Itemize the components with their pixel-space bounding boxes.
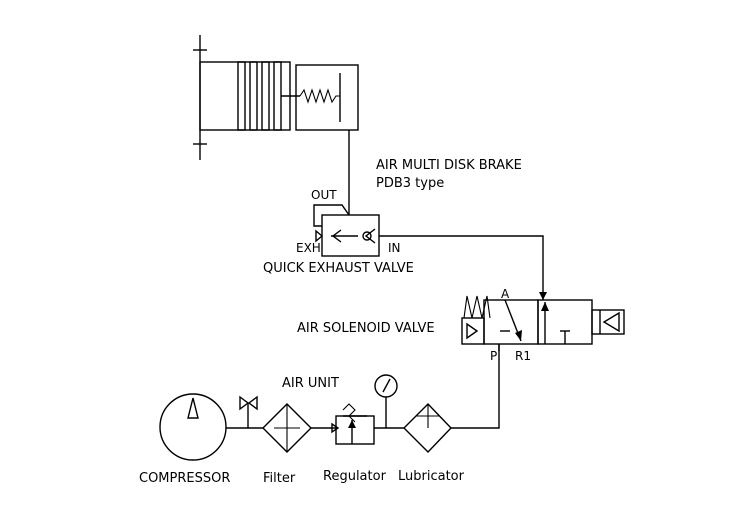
filter-label: Filter <box>263 471 296 486</box>
air-solenoid-valve-label: AIR SOLENOID VALVE <box>297 321 435 336</box>
air-unit-label: AIR UNIT <box>282 376 339 391</box>
port-r1-label: R1 <box>515 349 531 363</box>
disk-brake-symbol <box>193 35 359 215</box>
lubricator-label: Lubricator <box>398 469 465 484</box>
regulator-symbol <box>331 374 404 445</box>
filter-symbol <box>262 403 336 453</box>
drain-valve-icon <box>239 395 258 428</box>
brake-type-label: PDB3 type <box>376 176 444 191</box>
port-p-label: P <box>490 349 497 363</box>
compressor-label: COMPRESSOR <box>139 471 230 486</box>
in-label: IN <box>388 241 401 255</box>
quick-exhaust-valve-symbol <box>313 204 547 300</box>
solenoid-valve-symbol <box>461 295 625 351</box>
lubricator-symbol <box>403 402 452 454</box>
compressor-symbol <box>159 393 263 461</box>
exh-label: EXH <box>296 241 321 255</box>
supply-line <box>451 344 500 429</box>
regulator-label: Regulator <box>323 469 387 484</box>
brake-title-label: AIR MULTI DISK BRAKE <box>376 158 522 173</box>
quick-exhaust-valve-label: QUICK EXHAUST VALVE <box>263 261 414 276</box>
port-a-label: A <box>501 287 510 301</box>
out-label: OUT <box>311 188 337 202</box>
